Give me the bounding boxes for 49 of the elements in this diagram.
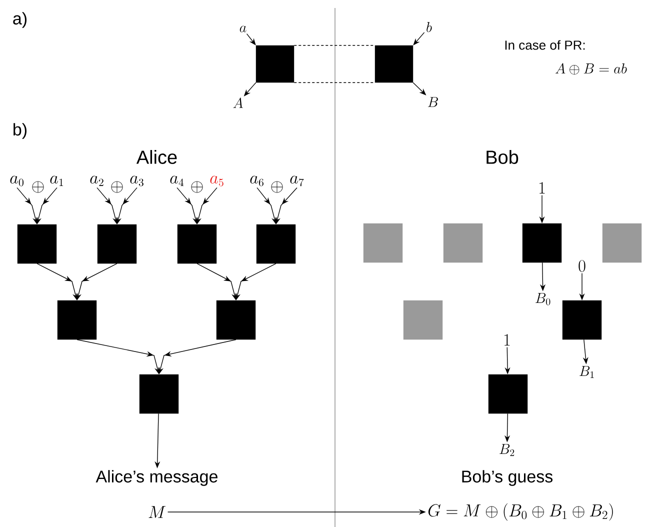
device-box [522,223,562,263]
math-label: $B_0$ [536,293,550,306]
math-label: $0$ [578,260,586,272]
math-label: $1$ [504,334,510,346]
party-heading: Bob [486,150,518,164]
device-box [363,223,403,263]
device-box [403,300,443,340]
device-box [562,300,602,340]
device-box [177,224,217,264]
math-label: $a_3$ [130,176,144,186]
message-label: Alice’s message [96,470,218,486]
math-label: $A$ [233,98,243,108]
panel-label: a) [13,12,26,28]
formula: $A \oplus B = ab$ [556,63,627,75]
operator-symbol: $\oplus$ [271,181,283,193]
device-box [139,374,179,414]
device-box [57,300,97,340]
math-label: $M$ [148,506,166,518]
device-box [97,224,137,264]
math-label: $a$ [240,26,246,32]
device-box [256,45,294,83]
device-box [443,223,483,263]
math-label: $a_5$ [210,176,224,186]
formula: $G = M \oplus (B_0 \oplus B_1 \oplus B_2)$ [428,503,613,521]
math-label: $a_0$ [10,176,24,186]
math-label: $B$ [428,97,438,107]
party-heading: Alice [136,150,177,164]
operator-symbol: $\oplus$ [32,181,44,193]
math-label: $a_7$ [290,176,304,186]
math-label: $a_2$ [90,176,104,186]
device-box [256,224,296,264]
device-box [17,224,57,264]
arrow [413,32,425,46]
math-label: $a_6$ [250,176,264,186]
note-text: In case of PR: [505,40,585,50]
device-box [602,223,642,263]
device-box [374,45,414,83]
device-box [216,300,256,340]
math-label: $a_4$ [170,176,184,186]
math-label: $a_1$ [50,176,64,186]
math-label: $1$ [540,182,545,194]
panel-label: b) [14,123,26,139]
operator-symbol: $\oplus$ [191,181,203,193]
math-label: $b$ [426,22,432,32]
math-label: $B_2$ [500,444,514,456]
device-box [488,374,528,414]
math-label: $B_1$ [580,366,594,378]
operator-symbol: $\oplus$ [111,181,123,193]
output-label: Bob’s guess [462,470,553,486]
